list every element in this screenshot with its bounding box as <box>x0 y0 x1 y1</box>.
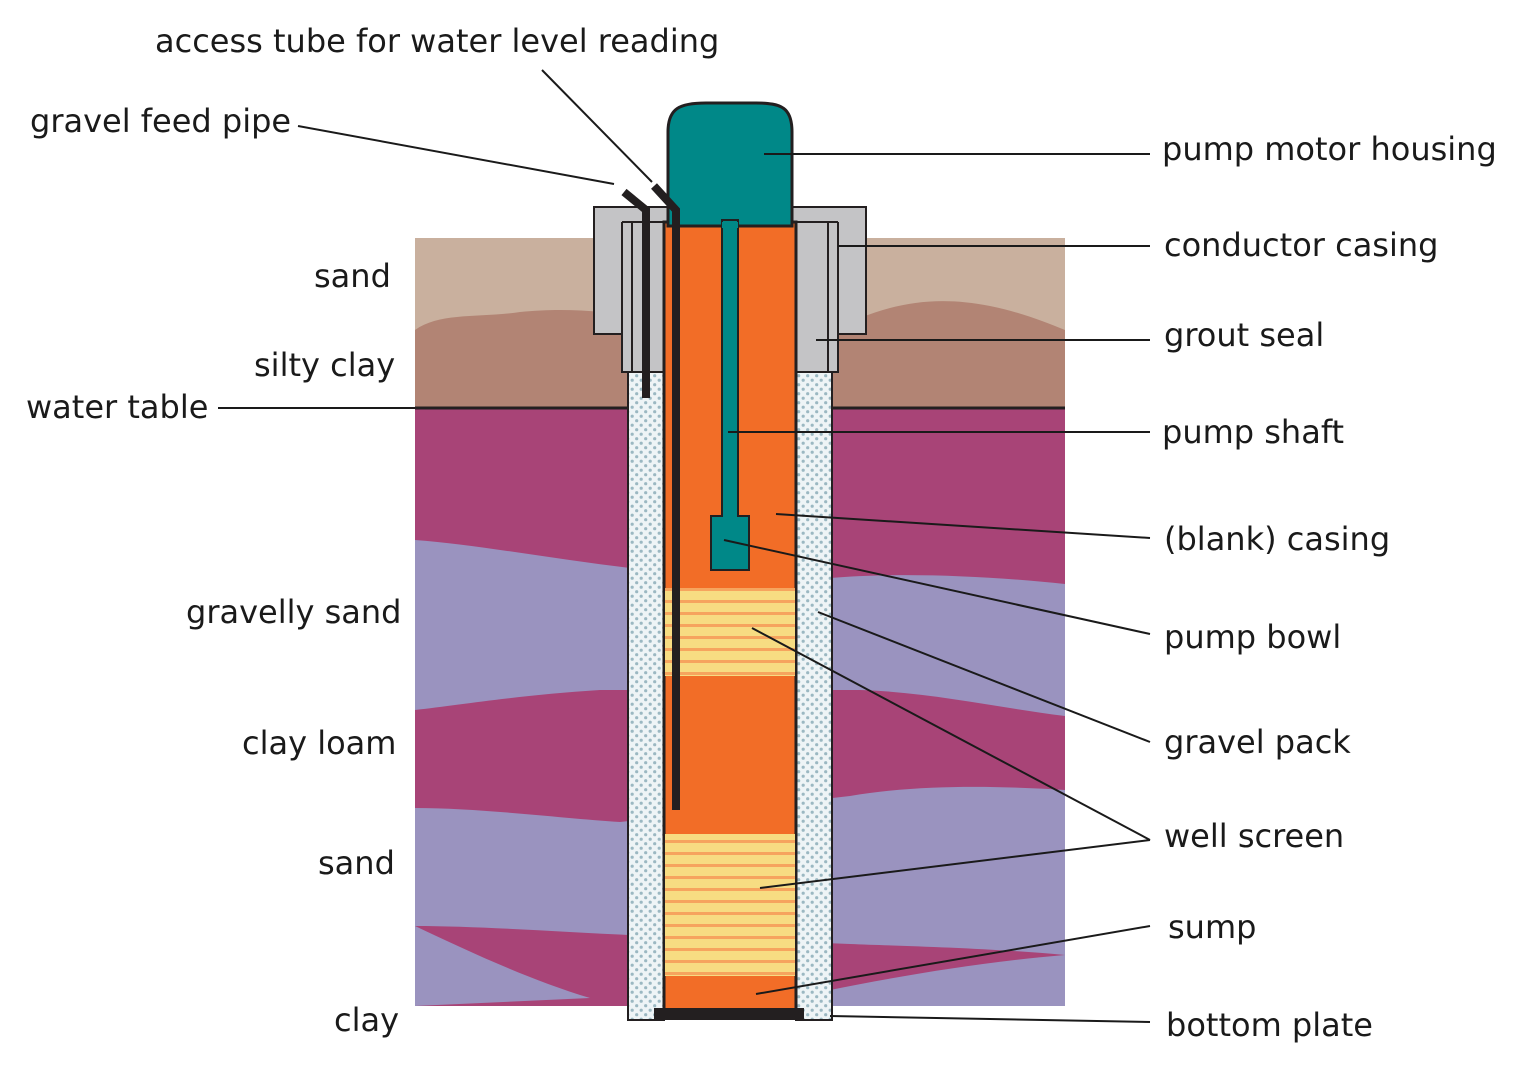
gravel-feed-pipe <box>621 188 650 398</box>
pump-shaft-neck <box>722 222 738 228</box>
label-pump-shaft: pump shaft <box>1162 413 1344 451</box>
leader-well-screen-lower <box>759 839 1151 889</box>
pump-bowl <box>710 515 750 571</box>
label-bottom-plate: bottom plate <box>1166 1006 1373 1044</box>
leader-gravel-feed-pipe <box>297 125 615 185</box>
gravel-pack-right <box>795 369 833 1021</box>
well-screen-lower <box>665 834 795 976</box>
pump-motor-housing <box>666 101 794 228</box>
leader-lines <box>218 69 1151 1023</box>
well-screen-upper <box>665 588 795 676</box>
layer-label-clay-loam: clay loam <box>242 724 396 762</box>
gravel-pack-left <box>627 369 665 1021</box>
clay-bottom-lavender-wedge <box>415 926 590 1006</box>
label-pump-bowl: pump bowl <box>1164 618 1341 656</box>
label-well-screen: well screen <box>1164 817 1344 855</box>
leader-sump <box>755 925 1151 995</box>
leader-pump-bowl <box>723 539 1151 635</box>
well-assembly <box>593 101 867 1021</box>
leader-bottom-plate <box>829 1015 1151 1023</box>
label-pump-motor-housing: pump motor housing <box>1162 130 1497 168</box>
access-tube <box>651 183 680 810</box>
label-blank-casing: (blank) casing <box>1164 520 1390 558</box>
label-access-tube: access tube for water level reading <box>155 22 719 60</box>
label-water-table: water table <box>26 388 208 426</box>
bottom-plate <box>654 1008 804 1020</box>
pump-shaft-join <box>723 512 737 520</box>
layer-label-gravelly-sand: gravelly sand <box>186 593 401 631</box>
pump-shaft <box>721 219 739 521</box>
component-labels: access tube for water level reading grav… <box>26 22 1497 1044</box>
label-sump: sump <box>1168 908 1256 946</box>
layer-label-sand-lower: sand <box>318 844 395 882</box>
layer-label-clay: clay <box>334 1001 399 1039</box>
leader-gravel-pack <box>817 611 1151 743</box>
layer-label-silty-clay: silty clay <box>254 346 395 384</box>
layer-labels: sand silty clay gravelly sand clay loam … <box>186 257 401 1039</box>
leader-well-screen-upper <box>751 627 1151 841</box>
label-gravel-feed-pipe: gravel feed pipe <box>30 102 291 140</box>
label-grout-seal: grout seal <box>1164 316 1324 354</box>
clay-bottom-lavender-right <box>830 955 1065 1006</box>
layer-label-sand-top: sand <box>314 257 391 295</box>
leader-blank-casing <box>775 513 1151 539</box>
label-conductor-casing: conductor casing <box>1164 226 1438 264</box>
leader-access-tube <box>541 69 653 183</box>
label-gravel-pack: gravel pack <box>1164 723 1351 761</box>
